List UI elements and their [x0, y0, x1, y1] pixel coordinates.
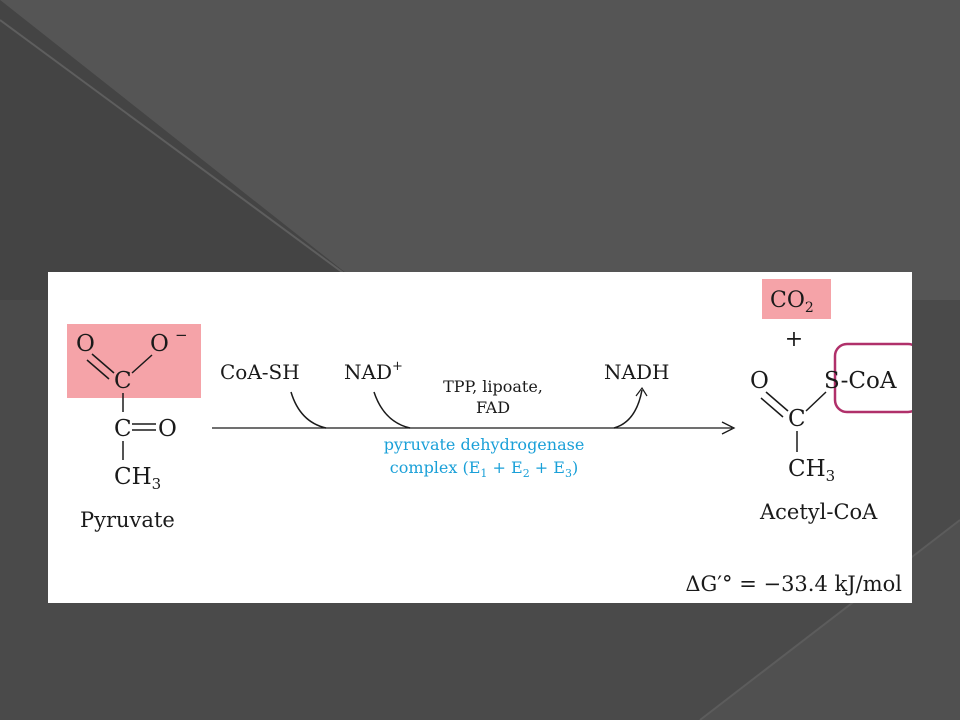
- s-coa-outline: [833, 342, 912, 414]
- enzyme-label-line2: complex (E1 + E2 + E3): [390, 458, 578, 480]
- pyruvate-o-left: O: [76, 331, 95, 357]
- tpp-label-line1: TPP, lipoate,: [443, 377, 543, 396]
- pyruvate-o-right: O: [150, 331, 169, 357]
- bond-c-o-left-1: [91, 353, 115, 374]
- plus-sign: +: [785, 327, 803, 352]
- coa-sh-curve: [290, 391, 327, 429]
- pyruvate-c-mid: C: [114, 416, 132, 442]
- acetyl-o-left: O: [750, 368, 769, 394]
- nad-label: NAD+: [344, 359, 403, 384]
- nad-curve: [373, 391, 411, 429]
- enzyme-label-line1: pyruvate dehydrogenase: [384, 435, 585, 454]
- tpp-label-line2: FAD: [476, 398, 510, 417]
- pyruvate-label: Pyruvate: [80, 508, 175, 532]
- pyruvate-ch3: CH3: [114, 464, 161, 493]
- acetyl-ch3: CH3: [788, 456, 835, 485]
- bond-acetyl-c-s: [805, 391, 827, 412]
- co2-highlight: [762, 279, 831, 319]
- reaction-arrowhead: [721, 421, 736, 435]
- nadh-label: NADH: [604, 360, 669, 384]
- pyruvate-o-minus: −: [175, 326, 188, 344]
- bond-c-o-right: [131, 354, 153, 374]
- pyruvate-c-top: C: [114, 368, 132, 394]
- bond-c-o-left-2: [86, 359, 110, 380]
- nadh-arrowhead: [635, 386, 648, 397]
- carboxylate-highlight: [67, 324, 201, 398]
- reaction-diagram: O O − C C O CH3 Pyruvate CoA-SH NAD+ TPP…: [67, 279, 912, 596]
- acetyl-s-coa: S-CoA: [824, 368, 897, 394]
- acetyl-coa-label: Acetyl-CoA: [759, 500, 878, 524]
- pyruvate-o-keto: O: [158, 416, 177, 442]
- co2-label: CO2: [770, 288, 814, 316]
- delta-g-label: ΔG′° = −33.4 kJ/mol: [685, 572, 902, 596]
- acetyl-c: C: [788, 406, 806, 432]
- nadh-curve: [613, 389, 643, 429]
- bond-acetyl-c-o-1: [765, 391, 789, 412]
- bond-acetyl-c-o-2: [760, 397, 784, 418]
- coa-sh-label: CoA-SH: [220, 360, 300, 384]
- reaction-panel: O O − C C O CH3 Pyruvate CoA-SH NAD+ TPP…: [48, 272, 912, 603]
